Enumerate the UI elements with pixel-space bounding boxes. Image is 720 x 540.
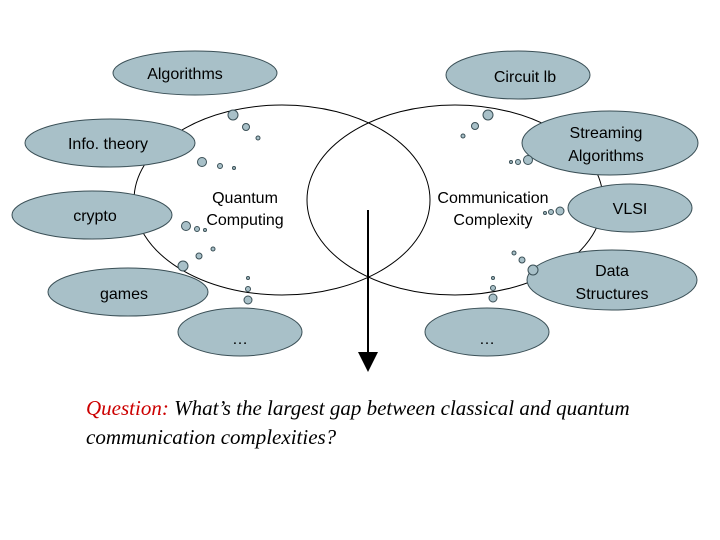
bubble-info-theory-label: Info. theory xyxy=(68,136,148,153)
bubble-data-structures-label-1: Data xyxy=(595,263,629,280)
center-quantum-label-2: Computing xyxy=(206,212,283,229)
thought-dots xyxy=(178,110,564,304)
center-quantum-label-1: Quantum xyxy=(212,190,278,207)
center-communication-label-2: Complexity xyxy=(453,212,532,229)
bubble-ellipsis-left-label: … xyxy=(232,331,248,348)
question-prefix: Question: xyxy=(86,396,169,420)
bubble-games-label: games xyxy=(100,286,148,303)
bubble-vlsi-label: VLSI xyxy=(613,201,648,218)
bubble-ellipsis-right: … xyxy=(425,308,549,356)
center-communication-complexity: Communication Complexity xyxy=(437,190,548,229)
bubble-info-theory: Info. theory xyxy=(25,119,195,167)
bubble-ellipsis-left: … xyxy=(178,308,302,356)
bubble-algorithms: Algorithms xyxy=(113,51,277,95)
bubble-algorithms-label: Algorithms xyxy=(147,66,223,83)
bubble-circuit-lb-label: Circuit lb xyxy=(494,69,556,86)
question-text: Question: What’s the largest gap between… xyxy=(86,394,706,452)
center-communication-label-1: Communication xyxy=(437,190,548,207)
bubble-crypto: crypto xyxy=(12,191,172,239)
bubble-streaming-label-1: Streaming xyxy=(570,125,643,142)
bubble-data-structures-label-2: Structures xyxy=(576,286,649,303)
bubble-games: games xyxy=(48,268,208,316)
bubble-crypto-label: crypto xyxy=(73,208,117,225)
bubble-streaming-label-2: Algorithms xyxy=(568,148,644,165)
bubble-streaming: Streaming Algorithms xyxy=(522,111,698,175)
bubble-ellipsis-right-label: … xyxy=(479,331,495,348)
bubble-vlsi: VLSI xyxy=(568,184,692,232)
bubble-circuit-lb: Circuit lb xyxy=(446,51,590,99)
bubble-data-structures: Data Structures xyxy=(527,250,697,310)
center-quantum-computing: Quantum Computing xyxy=(206,190,283,229)
